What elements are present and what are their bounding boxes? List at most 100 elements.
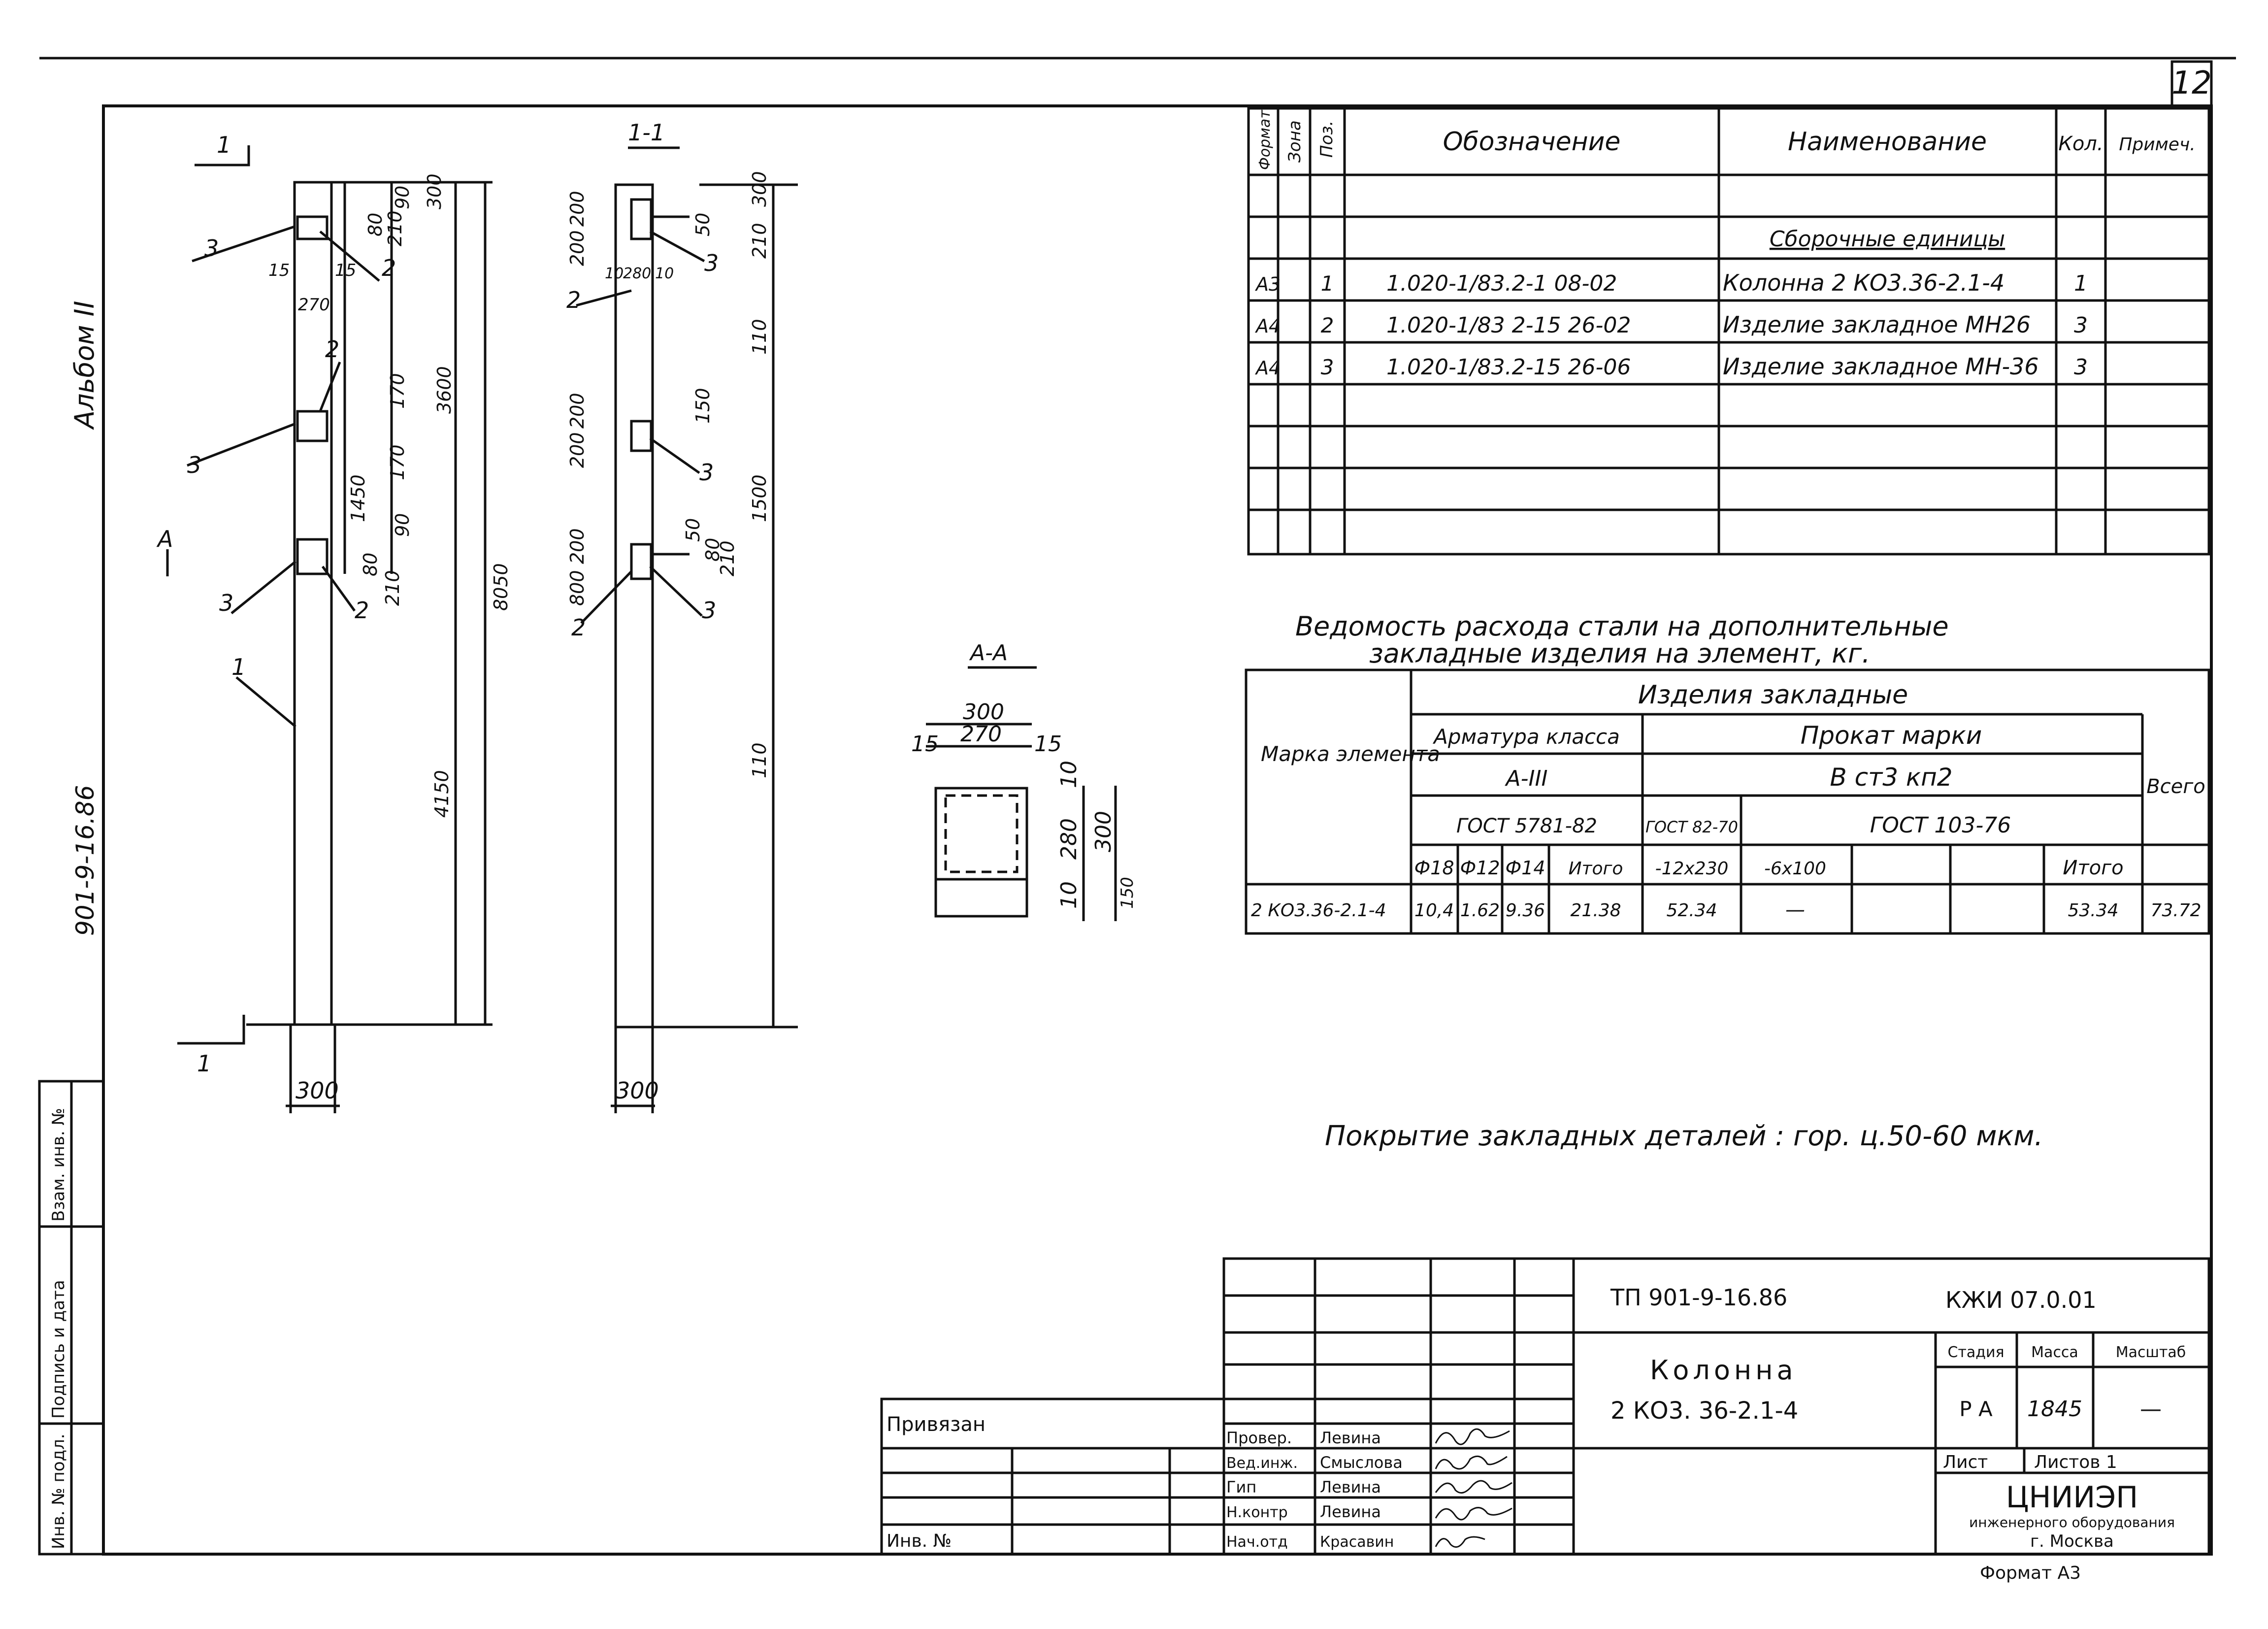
callout-1: 1 <box>231 654 246 680</box>
aa-dim-10b: 10 <box>1056 881 1082 909</box>
cut-mark-a: А <box>156 526 173 552</box>
spec-h-qty: Кол. <box>2058 133 2103 155</box>
spec-r1-pos: 1 <box>1321 271 1334 296</box>
callout-3b: 3 <box>187 452 201 478</box>
spec-h-name: Наименование <box>1788 127 1987 157</box>
spec-r3-pos: 3 <box>1321 355 1334 379</box>
spec-r2-designation: 1.020-1/83 2-15 26-02 <box>1386 313 1631 338</box>
section-mark-bottom: 1 <box>197 1050 211 1077</box>
steel-row-f18: 10,4 <box>1414 900 1454 921</box>
steel-title-1: Ведомость расхода стали на дополнительны… <box>1295 611 1949 642</box>
side-stamp-sign: Подпись и дата <box>49 1280 68 1419</box>
dim-80-low: 80 <box>360 553 381 576</box>
tb-sheet-label: Лист <box>1943 1452 1988 1472</box>
aa-dim-10a: 10 <box>1056 761 1082 788</box>
section-mark-top: 1 <box>217 132 231 158</box>
sec11-top-r: 10 <box>655 265 674 282</box>
dim-80-top: 80 <box>364 213 386 236</box>
steel-row-f12: 1.62 <box>1460 900 1500 921</box>
spec-r1-format: А3 <box>1254 273 1281 295</box>
steel-total-label: Всего <box>2146 775 2205 798</box>
page-number: 12 <box>2171 65 2211 101</box>
callout-3a: 3 <box>204 235 219 262</box>
steel-col-mark: Марка элемента <box>1261 742 1440 766</box>
spec-r3-designation: 1.020-1/83.2-15 26-06 <box>1386 355 1631 380</box>
elevation-dims: 300 90 210 80 3600 170 170 1450 90 80 21… <box>347 173 512 818</box>
tb-code: КЖИ 07.0.01 <box>1945 1287 2097 1313</box>
steel-rolled-gost1: ГОСТ 82-70 <box>1645 818 1738 836</box>
tb-scale: — <box>2140 1396 2162 1422</box>
steel-title-2: закладные изделия на элемент, кг. <box>1369 638 1870 669</box>
sec11-l-200c: 200 <box>566 393 588 429</box>
tb-name-s5: Красавин <box>1320 1533 1394 1551</box>
sec11-l-800: 800 <box>566 570 588 606</box>
callout-3c: 3 <box>219 590 233 616</box>
dim-3600: 3600 <box>433 366 455 414</box>
sec11-r-110b: 110 <box>749 742 770 778</box>
steel-sh-5: -6х100 <box>1764 859 1826 879</box>
spec-r2-pos: 2 <box>1321 313 1334 337</box>
sec11-r-1500: 1500 <box>749 474 770 522</box>
sec11-top-l: 10 <box>605 265 624 282</box>
sec11-r-80: 80 <box>702 538 723 562</box>
spec-h-format: Формат <box>1256 109 1274 170</box>
series-code: 901-9-16.86 <box>71 785 99 936</box>
section-a-a-labels: А-А 300 270 15 15 10 280 300 10 150 <box>911 640 1137 909</box>
album-label: Альбом II <box>69 301 100 430</box>
spec-r1-designation: 1.020-1/83.2-1 08-02 <box>1386 271 1617 296</box>
elev-top-right: 15 <box>335 261 356 280</box>
tb-role-4: Н.контр <box>1226 1504 1288 1521</box>
elev-width: 300 <box>296 1077 339 1104</box>
side-stamp <box>38 1080 105 1556</box>
sec11-l-200b: 200 <box>566 230 588 266</box>
tb-role-2: Вед.инж. <box>1226 1455 1298 1472</box>
sec11-callout-2b: 2 <box>571 614 586 641</box>
sec11-l-200e: 200 <box>566 528 588 564</box>
sec11-callout-3b: 3 <box>699 459 714 486</box>
steel-rebar-gost: ГОСТ 5781-82 <box>1456 815 1597 837</box>
steel-row-subtotal: 21.38 <box>1570 900 1621 921</box>
tb-mass-label: Масса <box>2031 1344 2078 1361</box>
steel-row-strip: — <box>1785 898 1805 921</box>
spec-section-title: Сборочные единицы <box>1770 227 2005 252</box>
dim-170b: 170 <box>387 444 408 480</box>
dim-170a: 170 <box>387 373 408 409</box>
steel-row-f14: 9.36 <box>1506 900 1545 921</box>
sec11-r-50: 50 <box>692 213 714 236</box>
tb-org-3: г. Москва <box>2030 1531 2114 1551</box>
section-a-a-title: А-А <box>969 640 1008 665</box>
tb-name-1: Колонна <box>1650 1355 1797 1386</box>
tb-role-5: Нач.отд <box>1226 1533 1288 1551</box>
steel-rolled-grade: В ст3 кп2 <box>1830 763 1952 792</box>
spec-r3-format: А4 <box>1254 357 1281 379</box>
spec-h-designation: Обозначение <box>1443 127 1621 157</box>
callout-2a: 2 <box>382 255 396 281</box>
callout-2c: 2 <box>355 597 369 624</box>
sec11-r-210: 210 <box>749 223 770 259</box>
spec-h-note: Примеч. <box>2119 134 2195 155</box>
aa-dim-150: 150 <box>1118 877 1137 909</box>
dim-210-low: 210 <box>382 570 403 606</box>
title-block <box>880 1257 2210 1556</box>
title-block-text: ТП 901-9-16.86 КЖИ 07.0.01 Колонна 2 КО3… <box>887 1284 2186 1583</box>
dim-90-top: 90 <box>392 186 413 209</box>
tb-org-2: инженерного оборудования <box>1969 1514 2175 1530</box>
section-1-1-title: 1-1 <box>628 119 665 146</box>
spec-h-zone: Зона <box>1285 120 1305 163</box>
tb-project: ТП 901-9-16.86 <box>1610 1284 1787 1311</box>
steel-row-total1: 53.34 <box>2068 900 2118 921</box>
section-1-1-labels: 1-1 300 10 280 10 3 2 3 2 3 2 <box>566 119 719 1104</box>
steel-sh-4: -12х230 <box>1655 859 1729 879</box>
aa-left: 15 <box>911 731 939 757</box>
steel-row-mark: 2 КО3.36-2.1-4 <box>1251 900 1386 921</box>
aa-width: 300 <box>963 699 1004 725</box>
steel-sh-8: Итого <box>2063 857 2123 879</box>
spec-r3-qty: 3 <box>2074 355 2088 380</box>
sec11-r-50b: 50 <box>682 518 704 542</box>
signatures <box>1435 1428 1512 1548</box>
tb-format: Формат А3 <box>1980 1563 2081 1583</box>
tb-role-1: Провер. <box>1226 1429 1292 1447</box>
steel-sh-2: Ф14 <box>1505 857 1545 879</box>
sec11-width: 300 <box>616 1077 659 1104</box>
tb-stage: Р А <box>1959 1397 1993 1421</box>
